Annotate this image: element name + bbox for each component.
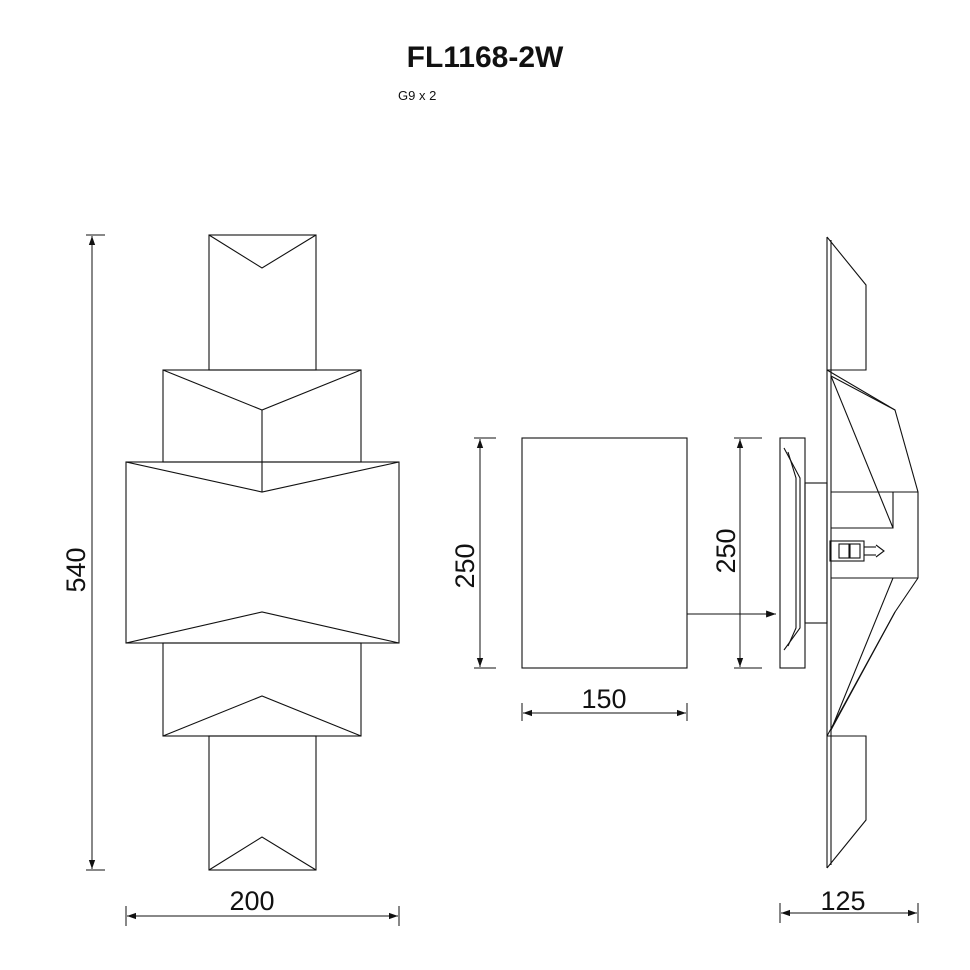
dimension-side-depth: 125 bbox=[779, 886, 919, 923]
side-view bbox=[779, 236, 919, 869]
lamp-spec: G9 x 2 bbox=[398, 88, 437, 103]
dimension-front-height: 540 bbox=[61, 234, 105, 871]
side-height-label: 250 bbox=[711, 528, 741, 573]
plate-width-label: 150 bbox=[581, 684, 626, 714]
plate-height-label: 250 bbox=[450, 543, 480, 588]
model-title: FL1168-2W bbox=[406, 41, 564, 74]
dimension-side-height: 250 bbox=[711, 437, 762, 669]
plate-view bbox=[521, 437, 776, 669]
side-depth-label: 125 bbox=[820, 886, 865, 916]
dimension-plate-width: 150 bbox=[521, 684, 688, 721]
front-width-label: 200 bbox=[229, 886, 274, 916]
front-height-label: 540 bbox=[61, 547, 91, 592]
dimension-front-width: 200 bbox=[125, 886, 400, 926]
front-view bbox=[125, 234, 400, 871]
dimension-plate-height: 250 bbox=[450, 437, 496, 669]
